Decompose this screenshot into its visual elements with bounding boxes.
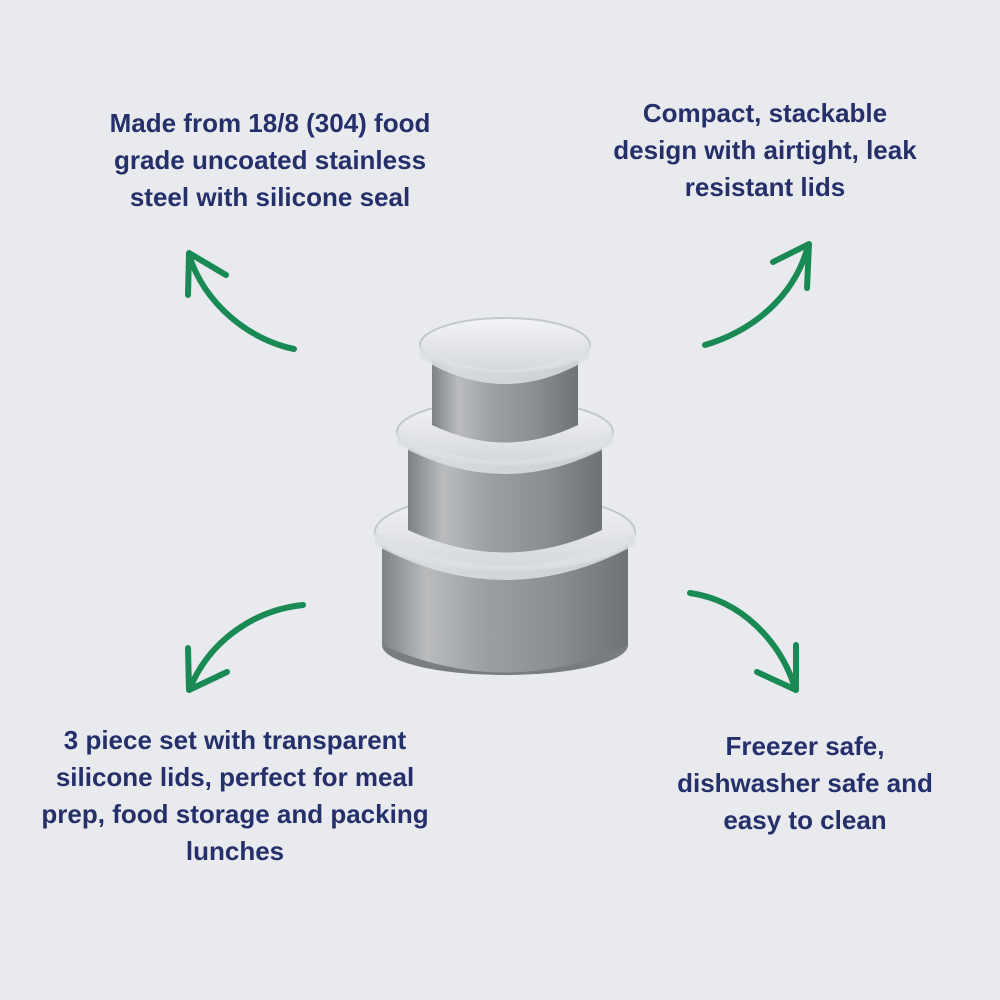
feature-design: Compact, stackable design with airtight,… <box>560 95 970 206</box>
feature-design-line: design with airtight, leak <box>613 135 917 165</box>
feature-design-line: Compact, stackable <box>642 98 888 128</box>
small-container <box>419 317 591 443</box>
feature-design-line: resistant lids <box>684 172 846 202</box>
feature-care-line: Freezer safe, <box>725 731 885 761</box>
feature-material: Made from 18/8 (304) food grade uncoated… <box>60 105 480 216</box>
feature-material-line: steel with silicone seal <box>129 182 411 212</box>
arrow-up-left-icon <box>185 250 297 352</box>
feature-care-line: dishwasher safe and <box>677 768 933 798</box>
feature-care: Freezer safe, dishwasher safe and easy t… <box>630 728 980 839</box>
feature-care-line: easy to clean <box>723 805 887 835</box>
arrow-up-right-icon <box>702 241 812 348</box>
feature-set: 3 piece set with transparent silicone li… <box>0 722 470 870</box>
feature-set-line: prep, food storage and packing <box>41 799 429 829</box>
feature-set-line: 3 piece set with transparent <box>63 725 407 755</box>
feature-material-line: Made from 18/8 (304) food <box>109 108 431 138</box>
arrow-down-left-icon <box>185 602 306 693</box>
container-set-image <box>374 317 636 675</box>
arrow-down-right-icon <box>687 590 799 693</box>
feature-set-line: silicone lids, perfect for meal <box>55 762 415 792</box>
feature-set-line: lunches <box>185 836 285 866</box>
feature-material-line: grade uncoated stainless <box>113 145 427 175</box>
